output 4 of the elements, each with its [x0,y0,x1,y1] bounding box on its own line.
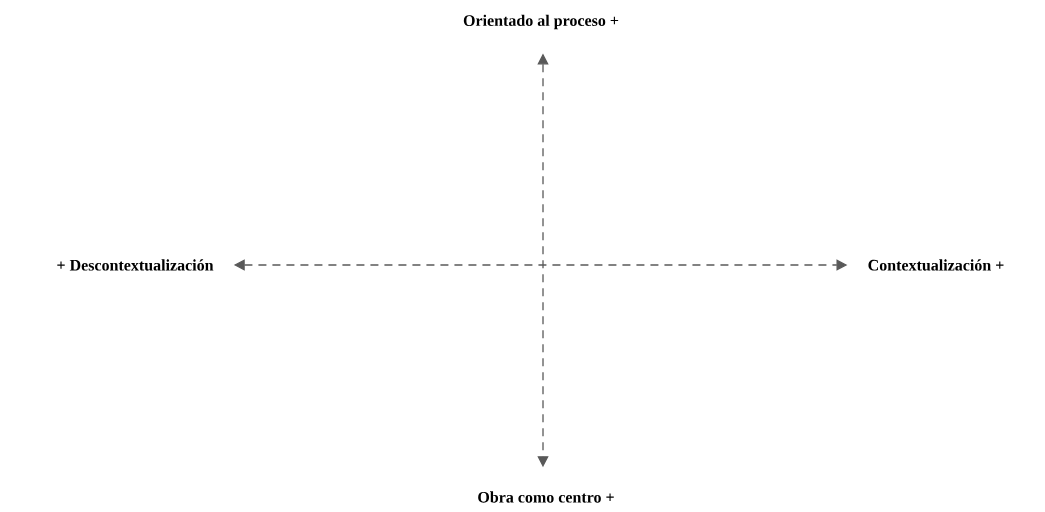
axis-label: + Descontextualización [57,259,214,271]
axis-label: Contextualización + [868,259,1004,271]
axis-label: Orientado al proceso + [463,14,619,30]
axis-label: Obra como centro + [478,491,614,503]
